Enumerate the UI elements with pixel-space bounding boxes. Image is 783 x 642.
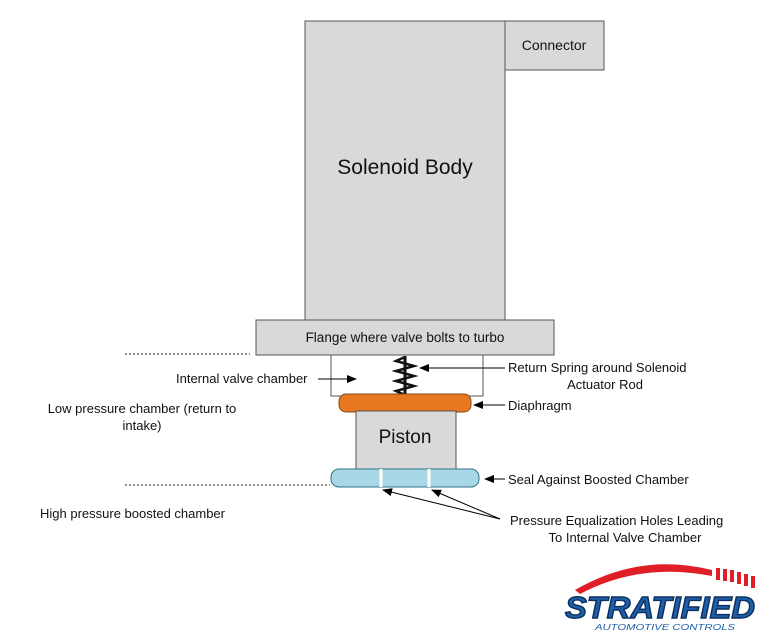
internal-valve-chamber-label: Internal valve chamber [176,371,308,386]
logo-bar-1 [716,568,720,580]
logo-swoosh [575,564,712,594]
low-pressure-chamber-label-line2: intake) [122,418,161,433]
connector [504,20,605,71]
seal-label: Seal Against Boosted Chamber [508,472,689,487]
piston [355,410,457,471]
logo-bar-3 [730,570,734,582]
piston-label: Piston [379,427,432,448]
internal-valve-chamber [330,354,484,397]
low-pressure-chamber-label-line1: Low pressure chamber (return to [48,401,237,416]
equalization-arrow-left [382,488,501,520]
solenoid-body-label: Solenoid Body [337,156,473,179]
solenoid-body [304,20,506,321]
high-pressure-chamber-label: High pressure boosted chamber [40,506,226,521]
return-spring-label-line2: Actuator Rod [567,377,643,392]
return-spring-label-line1: Return Spring around Solenoid [508,360,687,375]
connector-label: Connector [522,37,587,53]
equalization-holes-label-line1: Pressure Equalization Holes Leading [510,513,723,528]
flange-label: Flange where valve bolts to turbo [306,330,505,345]
stratified-logo: STRATIFIED AUTOMOTIVE CONTROLS [564,564,756,632]
equalization-arrow-right [431,489,501,520]
logo-bar-4 [737,572,741,584]
logo-bar-6 [751,576,755,588]
logo-bar-2 [723,569,727,581]
return-spring [391,355,419,397]
flange [255,319,555,356]
seal [330,468,480,488]
diaphragm-label: Diaphragm [508,398,572,413]
equalization-holes-label-line2: To Internal Valve Chamber [549,530,703,545]
logo-tagline: AUTOMOTIVE CONTROLS [594,622,736,632]
logo-bar-5 [744,574,748,586]
diaphragm [338,393,472,413]
logo-brand: STRATIFIED [565,590,755,625]
